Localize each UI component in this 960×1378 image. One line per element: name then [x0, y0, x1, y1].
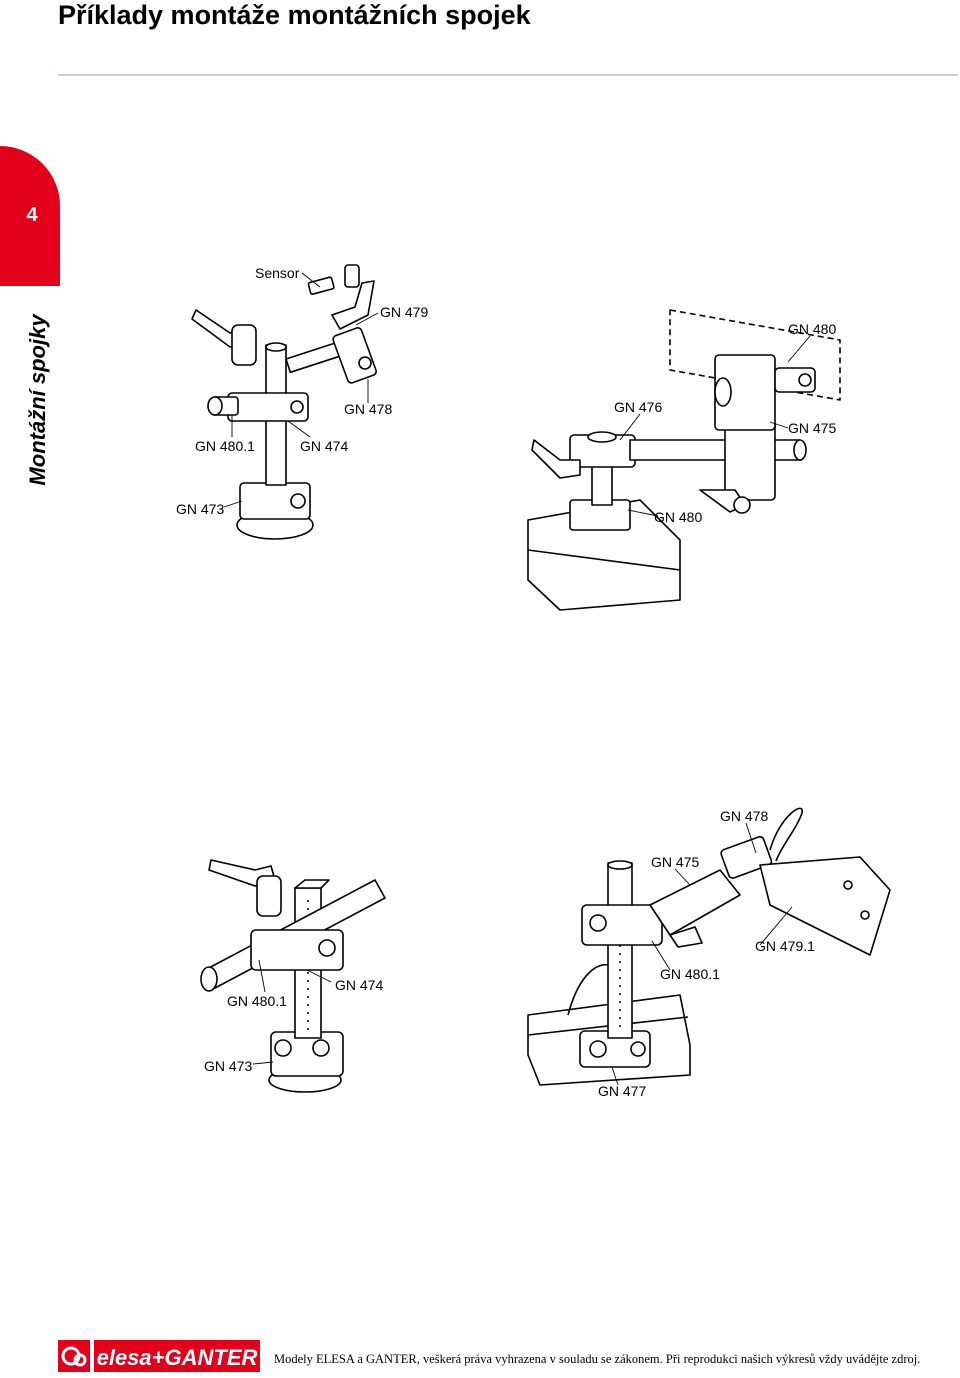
label-gn4801: GN 480.1 [660, 966, 720, 982]
gn479-bracket [331, 280, 375, 330]
label-gn475: GN 475 [651, 854, 699, 870]
label-gn473: GN 473 [176, 501, 224, 517]
logo-wordmark-bg [94, 1340, 260, 1372]
figure-top-right: GN 480 GN 476 GN 475 GN 480 [520, 300, 850, 620]
section-title: Montážní spojky [25, 314, 50, 486]
elesa-ganter-logo: elesa+GANTER [58, 1340, 260, 1372]
gn478-clamp [720, 835, 773, 879]
figure-bottom-left: GN 480.1 GN 474 GN 473 [195, 840, 405, 1105]
label-gn477: GN 477 [598, 1083, 646, 1099]
label-gn474: GN 474 [300, 438, 348, 454]
label-gn474: GN 474 [335, 977, 383, 993]
label-gn475: GN 475 [788, 420, 836, 436]
gn4791-bracket [759, 856, 891, 956]
label-gn478: GN 478 [720, 808, 768, 824]
gn475-clamp [649, 869, 741, 936]
gn474-clamp [250, 929, 344, 971]
clamp-assembly-drawing: GN 480.1 GN 474 GN 473 [200, 859, 386, 1093]
scale-rod [607, 862, 633, 1039]
clamp-assembly-drawing: GN 480 GN 476 GN 475 GN 480 [527, 309, 841, 611]
page-footer: elesa+GANTER Modely ELESA a GANTER, vešk… [58, 1338, 958, 1374]
label-gn479: GN 479 [380, 304, 428, 320]
figure-top-left: Sensor GN 479 GN 478 GN 480.1 GN 474 GN … [160, 255, 460, 555]
label-gn480-top: GN 480 [788, 321, 836, 337]
label-gn4791: GN 479.1 [755, 938, 815, 954]
label-gn4801: GN 480.1 [195, 438, 255, 454]
sensor [307, 276, 335, 295]
logo-wordmark: elesa+GANTER [97, 1345, 258, 1370]
copyright-note: Modely ELESA a GANTER, veškerá práva vyh… [274, 1352, 921, 1366]
label-gn476: GN 476 [614, 399, 662, 415]
page-title: Příklady montáže montážních spojek [58, 0, 531, 30]
lever-handle [531, 439, 581, 479]
label-gn473: GN 473 [204, 1058, 252, 1074]
clamp-assembly-drawing: Sensor GN 479 GN 478 GN 480.1 GN 474 GN … [176, 264, 428, 540]
gn475-clamp [724, 419, 776, 501]
clamp-assembly-drawing: GN 478 GN 475 GN 479.1 GN 480.1 GN 477 [527, 807, 891, 1099]
label-gn480-bottom: GN 480 [654, 509, 702, 525]
chapter-number: 4 [26, 204, 38, 226]
label-gn478: GN 478 [344, 401, 392, 417]
gn478-clamp [332, 327, 377, 384]
label-gn4801: GN 480.1 [227, 993, 287, 1009]
title-divider [58, 74, 958, 76]
aluminium-profile [527, 499, 681, 611]
gn4801-clamp [581, 904, 663, 946]
label-sensor: Sensor [255, 265, 300, 281]
figure-bottom-right: GN 478 GN 475 GN 479.1 GN 480.1 GN 477 [520, 795, 900, 1105]
